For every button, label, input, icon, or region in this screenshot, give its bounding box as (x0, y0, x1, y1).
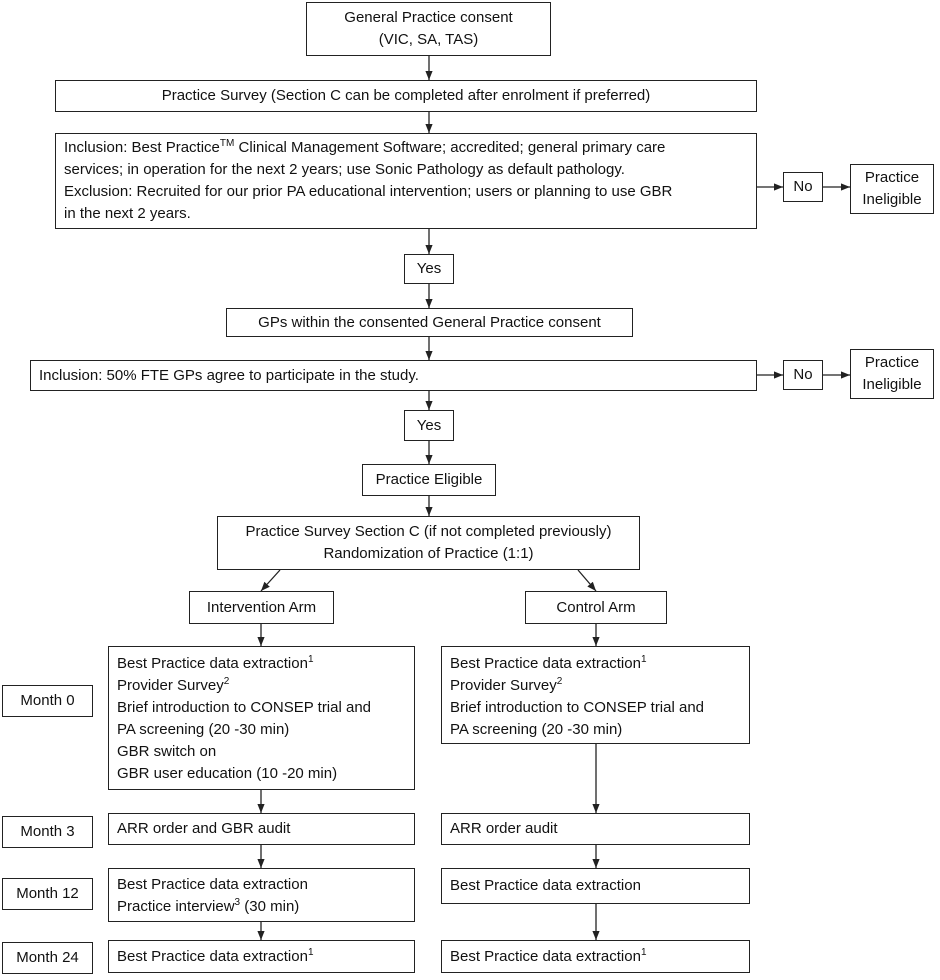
control-month24-box: Best Practice data extraction1 (441, 940, 750, 973)
no-box-2: No (783, 360, 823, 390)
practice-survey-box: Practice Survey (Section C can be comple… (55, 80, 757, 112)
intervention-month0-box: Best Practice data extraction1 Provider … (108, 646, 415, 790)
randomization-box: Practice Survey Section C (if not comple… (217, 516, 640, 570)
arrow-randomization-to-intervention (260, 569, 281, 592)
month-24-label: Month 24 (2, 942, 93, 974)
practice-ineligible-box-1: Practice Ineligible (850, 164, 934, 214)
control-month3-box: ARR order audit (441, 813, 750, 845)
gps-box: GPs within the consented General Practic… (226, 308, 633, 337)
control-arm-box: Control Arm (525, 591, 667, 624)
eligibility-criteria-box: Inclusion: Best PracticeTM Clinical Mana… (55, 133, 757, 229)
yes-box-2: Yes (404, 410, 454, 441)
month-0-label: Month 0 (2, 685, 93, 717)
control-month0-box: Best Practice data extraction1 Provider … (441, 646, 750, 744)
control-month12-box: Best Practice data extraction (441, 868, 750, 904)
intervention-month3-box: ARR order and GBR audit (108, 813, 415, 845)
consent-box: General Practice consent (VIC, SA, TAS) (306, 2, 551, 56)
yes-box-1: Yes (404, 254, 454, 284)
arrow-randomization-to-control (577, 569, 597, 592)
month-3-label: Month 3 (2, 816, 93, 848)
intervention-month24-box: Best Practice data extraction1 (108, 940, 415, 973)
intervention-arm-box: Intervention Arm (189, 591, 334, 624)
practice-ineligible-box-2: Practice Ineligible (850, 349, 934, 399)
gp-participation-criteria-box: Inclusion: 50% FTE GPs agree to particip… (30, 360, 757, 391)
practice-eligible-box: Practice Eligible (362, 464, 496, 496)
month-12-label: Month 12 (2, 878, 93, 910)
intervention-month12-box: Best Practice data extraction Practice i… (108, 868, 415, 922)
no-box-1: No (783, 172, 823, 202)
